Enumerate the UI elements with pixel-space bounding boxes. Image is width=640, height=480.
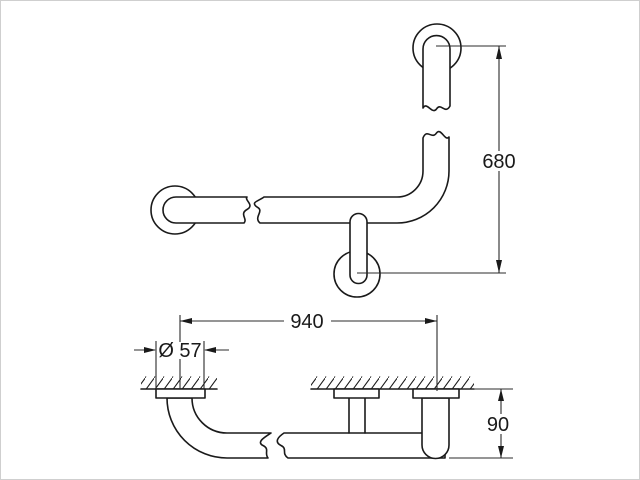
grab-bar-horizontal-segment bbox=[276, 432, 446, 459]
support-stem-plan bbox=[349, 212, 368, 285]
arrowhead-left-icon bbox=[180, 318, 192, 324]
arrowhead-down-icon bbox=[498, 446, 504, 458]
plan-view: 680 bbox=[150, 23, 516, 298]
dimension-diameter-57: Ø 57 bbox=[134, 340, 229, 389]
arrowhead-up-icon bbox=[496, 46, 502, 59]
dimension-label-680: 680 bbox=[482, 151, 515, 173]
arrowhead-down-icon bbox=[496, 260, 502, 273]
grab-bar-left-segment bbox=[162, 196, 251, 224]
mounting-flange-left bbox=[155, 388, 206, 399]
dimension-label-940: 940 bbox=[290, 311, 323, 333]
grab-bar-vertical-leg-end bbox=[421, 397, 450, 460]
dimension-label-90: 90 bbox=[487, 414, 509, 436]
wall-hatching-left bbox=[141, 376, 217, 389]
arrowhead-left-icon bbox=[204, 347, 216, 353]
support-stem-side bbox=[348, 397, 366, 434]
grab-bar-upper-segment bbox=[422, 34, 451, 112]
dimension-680: 680 bbox=[357, 45, 516, 274]
mounting-flange-middle bbox=[333, 388, 380, 399]
dimension-90: 90 bbox=[449, 388, 513, 459]
wall-hatching-right bbox=[311, 376, 474, 389]
dimension-940: 940 bbox=[179, 311, 438, 391]
mounting-flange-right bbox=[412, 388, 460, 399]
side-view: 940 Ø 57 90 bbox=[134, 311, 513, 460]
grab-bar-elbow-segment bbox=[253, 130, 450, 224]
grab-bar-curved-end bbox=[166, 397, 272, 459]
extension-line bbox=[155, 341, 205, 389]
arrowhead-up-icon bbox=[498, 389, 504, 401]
dimension-label-diameter-57: Ø 57 bbox=[158, 340, 201, 362]
arrowhead-right-icon bbox=[144, 347, 156, 353]
arrowhead-right-icon bbox=[425, 318, 437, 324]
